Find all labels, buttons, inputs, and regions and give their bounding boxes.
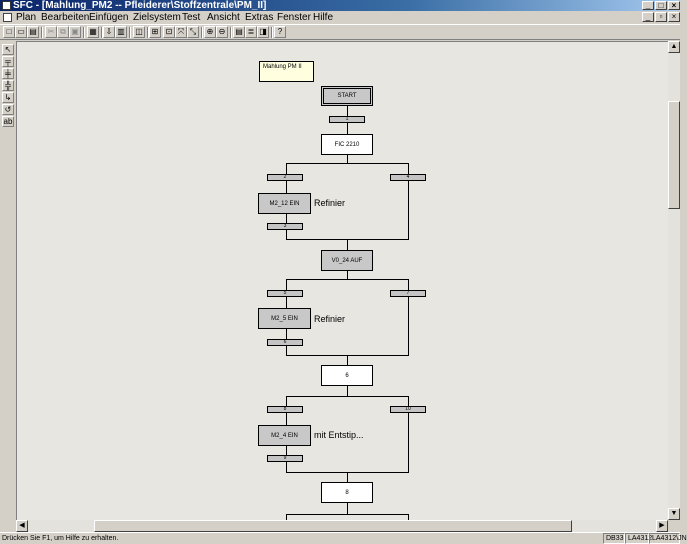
step-m2-4[interactable]: M2_4 EIN <box>258 425 311 446</box>
toolbar-separator <box>271 27 273 38</box>
step-start[interactable]: START <box>321 86 373 106</box>
vertical-scroll-thumb[interactable] <box>668 101 680 209</box>
document-close-button[interactable]: × <box>668 12 680 22</box>
plan-comment[interactable]: Mahlung PM II <box>259 61 314 82</box>
menu-bearbeiten[interactable]: Bearbeiten <box>41 12 90 23</box>
sfc-canvas[interactable]: Mahlung PM II START 1 FIC 2210 2 4 M2_12… <box>16 41 668 521</box>
step-v0-24[interactable]: V0_24 AUF <box>321 250 373 271</box>
title-bar: SFC - [Mahlung_PM2 -- Pfleiderer\Stoffze… <box>0 0 680 11</box>
toolbar-separator <box>41 27 43 38</box>
view-split-icon[interactable]: ◨ <box>257 26 269 38</box>
toolbar-separator <box>101 27 103 38</box>
paste-icon[interactable]: ▣ <box>69 26 81 38</box>
toolbar-separator <box>83 27 85 38</box>
transition-10[interactable]: 10 <box>390 406 426 413</box>
transition-1[interactable]: 1 <box>329 116 365 123</box>
help-icon[interactable]: ? <box>274 26 286 38</box>
minimize-button[interactable]: _ <box>642 1 654 10</box>
download-icon[interactable]: ⇩ <box>103 26 115 38</box>
step-label-refinier: Refinier <box>314 198 346 208</box>
document-restore-button[interactable]: ▫ <box>655 12 667 22</box>
scroll-corner <box>668 520 680 532</box>
monitor-icon[interactable]: ▥ <box>115 26 127 38</box>
horizontal-scroll-thumb[interactable] <box>94 520 572 532</box>
compile-icon[interactable]: ▦ <box>87 26 99 38</box>
vertical-scrollbar[interactable]: ▲ ▼ <box>668 41 680 520</box>
close-button[interactable]: × <box>668 1 680 10</box>
copy-icon[interactable]: ⧉ <box>57 26 69 38</box>
scroll-right-icon[interactable]: ▶ <box>656 520 668 532</box>
menu-bar: Plan Bearbeiten Einfügen Zielsystem Test… <box>0 11 680 24</box>
alternative-branch-icon[interactable]: ╪ <box>2 68 14 79</box>
step-label-entstip: mit Entstip... <box>314 430 364 440</box>
scroll-up-icon[interactable]: ▲ <box>668 41 680 53</box>
transition-2[interactable]: 2 <box>267 174 303 181</box>
open-icon[interactable]: ▭ <box>15 26 27 38</box>
view-list-icon[interactable]: ≣ <box>245 26 257 38</box>
toolbar-separator <box>147 27 149 38</box>
transition-4[interactable]: 4 <box>390 174 426 181</box>
document-minimize-button[interactable]: _ <box>642 12 654 22</box>
transition-8[interactable]: 8 <box>267 406 303 413</box>
transition-6[interactable]: 6 <box>267 339 303 346</box>
menu-zielsystem[interactable]: Zielsystem <box>133 12 181 23</box>
scroll-left-icon[interactable]: ◀ <box>16 520 28 532</box>
fit-icon[interactable]: ⊞ <box>149 26 161 38</box>
menu-test[interactable]: Test <box>182 12 201 23</box>
step-label-refinier: Refinier <box>314 314 346 324</box>
status-bar: Drücken Sie F1, um Hilfe zu erhalten. DB… <box>0 532 687 544</box>
toolbar-separator <box>129 27 131 38</box>
maximize-button[interactable]: □ <box>655 1 667 10</box>
pointer-icon[interactable]: ↖ <box>2 44 14 55</box>
text-icon[interactable]: ab <box>2 116 14 127</box>
zoom-fit-2-icon[interactable]: ⤡ <box>187 26 199 38</box>
horizontal-scrollbar[interactable]: ◀ ▶ <box>16 520 668 532</box>
step-fic-2210[interactable]: FIC 2210 <box>321 134 373 155</box>
window-title: SFC - [Mahlung_PM2 -- Pfleiderer\Stoffze… <box>13 0 267 11</box>
status-pane-la: LA4312 <box>625 533 652 544</box>
menu-ansicht[interactable]: Ansicht <box>207 12 240 23</box>
zoom-fit-icon[interactable]: ⤧ <box>175 26 187 38</box>
document-icon[interactable] <box>3 13 12 22</box>
menu-fenster[interactable]: Fenster <box>277 12 311 23</box>
step-8[interactable]: 8 <box>321 482 373 503</box>
transition-5[interactable]: 5 <box>267 290 303 297</box>
connection-lines <box>286 106 409 521</box>
toolbar-separator <box>230 27 232 38</box>
transition-7[interactable]: 7 <box>390 290 426 297</box>
loop-icon[interactable]: ↺ <box>2 104 14 115</box>
step-m2-12[interactable]: M2_12 EIN <box>258 193 311 214</box>
print-icon[interactable]: ▤ <box>27 26 39 38</box>
transition-9[interactable]: 9 <box>267 455 303 462</box>
new-icon[interactable]: □ <box>3 26 15 38</box>
transition-3[interactable]: 3 <box>267 223 303 230</box>
step-m2-5[interactable]: M2_5 EIN <box>258 308 311 329</box>
toolbar: □ ▭ ▤ ✂ ⧉ ▣ ▦ ⇩ ▥ ◫ ⊞ ⊡ ⤧ ⤡ ⊕ ⊖ ▤ ≣ ◨ ? <box>0 24 680 40</box>
app-icon[interactable] <box>2 1 11 10</box>
zoom-in-icon[interactable]: ⊕ <box>204 26 216 38</box>
view-chain-icon[interactable]: ▤ <box>233 26 245 38</box>
zoom-out-icon[interactable]: ⊖ <box>216 26 228 38</box>
cut-icon[interactable]: ✂ <box>45 26 57 38</box>
menu-hilfe[interactable]: Hilfe <box>313 12 334 23</box>
jump-icon[interactable]: ↳ <box>2 92 14 103</box>
object-palette: ↖ ╤ ╪ ╬ ↳ ↺ ab <box>0 41 16 530</box>
step-transition-icon[interactable]: ╤ <box>2 56 14 67</box>
simultaneous-branch-icon[interactable]: ╬ <box>2 80 14 91</box>
status-pane-db: DB33 <box>603 533 625 544</box>
toolbar-separator <box>201 27 203 38</box>
status-hint: Drücken Sie F1, um Hilfe zu erhalten. <box>2 535 119 542</box>
zoom-select-icon[interactable]: ⊡ <box>163 26 175 38</box>
menu-einfuegen[interactable]: Einfügen <box>89 12 129 23</box>
menu-plan[interactable]: Plan <box>16 12 37 23</box>
scroll-down-icon[interactable]: ▼ <box>668 508 680 520</box>
step-6[interactable]: 6 <box>321 365 373 386</box>
test-icon[interactable]: ◫ <box>133 26 145 38</box>
status-pane-la-jn: LA4312\JN <box>649 533 687 544</box>
menu-extras[interactable]: Extras <box>245 12 274 23</box>
